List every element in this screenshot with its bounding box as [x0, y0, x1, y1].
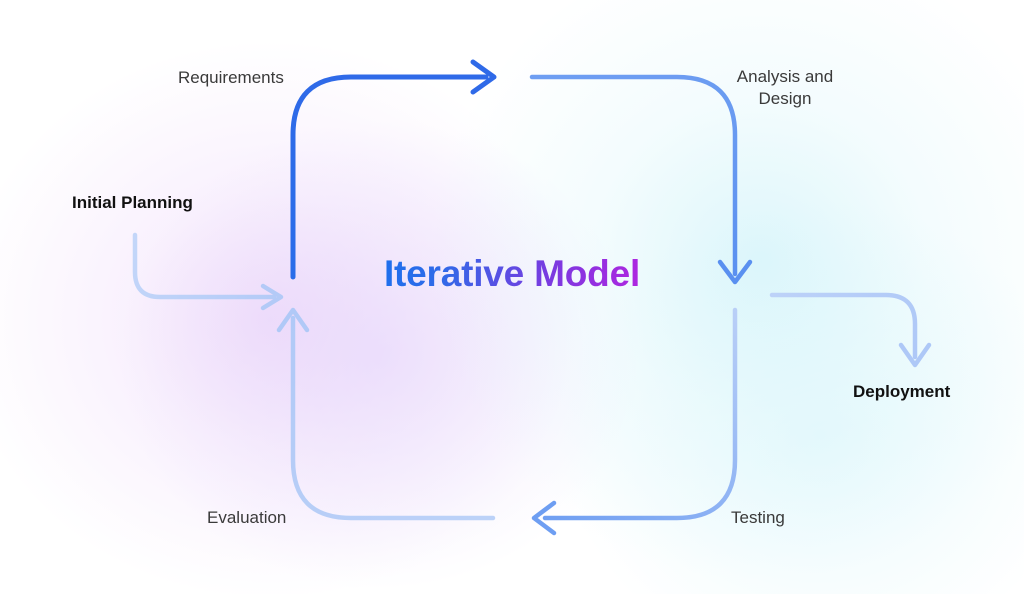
arrow-requirements [290, 59, 497, 280]
arrow-testing [531, 307, 738, 536]
label-testing: Testing [731, 508, 785, 527]
label-evaluation: Evaluation [207, 508, 287, 527]
arrow-evaluation [276, 307, 496, 521]
label-deployment: Deployment [853, 382, 951, 401]
label-initial-planning: Initial Planning [72, 193, 193, 212]
label-requirements: Requirements [178, 68, 284, 87]
arrow-analysis-design [529, 74, 753, 285]
label-analysis-and-design: Analysis and Design [736, 67, 834, 108]
arrow-deployment [769, 292, 932, 368]
diagram-center-title: Iterative Model [352, 252, 672, 296]
arrow-initial-planning [132, 232, 284, 311]
